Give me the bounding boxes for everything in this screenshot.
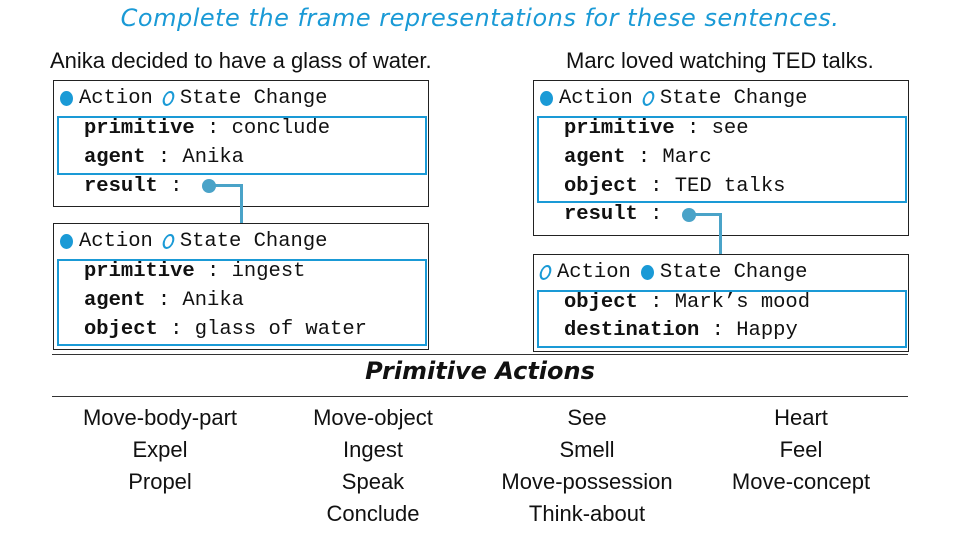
slot-value: ingest bbox=[231, 260, 306, 283]
type-state-label: State Change bbox=[179, 87, 328, 110]
action-selected-icon bbox=[60, 91, 73, 106]
slot-value: Happy bbox=[736, 319, 798, 342]
type-state-label: State Change bbox=[179, 230, 328, 253]
slot-value: glass of water bbox=[194, 318, 367, 341]
slot-key: agent bbox=[564, 146, 626, 169]
frame-row: object : TED talks bbox=[564, 175, 786, 198]
slot-key: object bbox=[564, 291, 638, 314]
divider-top bbox=[52, 354, 908, 355]
left-sentence: Anika decided to have a glass of water. bbox=[50, 48, 432, 73]
primitive-column: Move-object Ingest Speak Conclude bbox=[273, 402, 473, 530]
slot-key: result bbox=[84, 175, 158, 198]
slot-value: see bbox=[711, 117, 749, 140]
state-change-unselected-icon bbox=[160, 234, 176, 249]
frame-row: agent : Anika bbox=[84, 146, 244, 169]
frame-type-header: Action State Change bbox=[60, 230, 327, 253]
type-state-label: State Change bbox=[659, 261, 808, 284]
type-action-label: Action bbox=[557, 261, 631, 284]
type-action-label: Action bbox=[559, 87, 633, 110]
slot-value: conclude bbox=[231, 117, 331, 140]
slot-key: primitive bbox=[84, 260, 195, 283]
type-action-label: Action bbox=[79, 230, 153, 253]
frame-row: agent : Marc bbox=[564, 146, 712, 169]
primitive-item: Conclude bbox=[326, 501, 420, 526]
primitive-item: Heart bbox=[774, 405, 828, 430]
frame-row: result : bbox=[84, 175, 183, 198]
highlight-box bbox=[537, 116, 907, 203]
primitive-item: Move-body-part bbox=[82, 405, 238, 430]
primitive-item: Move-object bbox=[313, 405, 433, 430]
frame-row: primitive : see bbox=[564, 117, 749, 140]
primitive-column: Move-body-part Expel Propel bbox=[60, 402, 260, 498]
action-selected-icon bbox=[60, 234, 73, 249]
slot-key: agent bbox=[84, 146, 146, 169]
primitive-actions-heading: Primitive Actions bbox=[365, 357, 595, 385]
frame-row: primitive : conclude bbox=[84, 117, 331, 140]
action-unselected-icon bbox=[537, 265, 554, 280]
slot-value: Anika bbox=[182, 146, 244, 169]
slot-key: destination bbox=[564, 319, 700, 342]
slot-value: Marc bbox=[662, 146, 712, 169]
slot-key: primitive bbox=[84, 117, 195, 140]
slot-key: primitive bbox=[564, 117, 675, 140]
action-selected-icon bbox=[540, 91, 553, 106]
state-change-unselected-icon bbox=[640, 91, 656, 106]
frame-row: primitive : ingest bbox=[84, 260, 306, 283]
right-frame-1: Action State Change primitive : see agent… bbox=[533, 80, 909, 236]
frame-type-header: Action State Change bbox=[540, 87, 807, 110]
slot-key: object bbox=[564, 175, 638, 198]
highlight-box bbox=[57, 259, 427, 346]
type-state-label: State Change bbox=[659, 87, 808, 110]
frame-row: destination : Happy bbox=[564, 319, 798, 342]
primitive-item: Expel bbox=[132, 437, 188, 462]
page-title: Complete the frame representations for t… bbox=[120, 4, 840, 32]
frame-row: object : glass of water bbox=[84, 318, 367, 341]
primitive-item: Think-about bbox=[528, 501, 646, 526]
primitive-item: Feel bbox=[779, 437, 823, 462]
primitive-column: Heart Feel Move-concept bbox=[701, 402, 901, 498]
slot-value: TED talks bbox=[674, 175, 786, 198]
primitive-item: Smell bbox=[559, 437, 615, 462]
frame-row: object : Mark’s mood bbox=[564, 291, 811, 314]
type-action-label: Action bbox=[79, 87, 153, 110]
right-sentence: Marc loved watching TED talks. bbox=[566, 48, 874, 73]
slot-value: Anika bbox=[182, 289, 244, 312]
primitive-column: See Smell Move-possession Think-about bbox=[487, 402, 687, 530]
primitive-item: See bbox=[567, 405, 607, 430]
frame-row: result : bbox=[564, 203, 663, 226]
result-link-line bbox=[240, 184, 243, 224]
primitive-item: Speak bbox=[341, 469, 405, 494]
slot-key: object bbox=[84, 318, 158, 341]
primitive-item: Ingest bbox=[343, 437, 403, 462]
slot-key: agent bbox=[84, 289, 146, 312]
frame-type-header: Action State Change bbox=[537, 261, 808, 284]
slot-key: result bbox=[564, 203, 638, 226]
primitive-item: Move-concept bbox=[731, 469, 871, 494]
highlight-box bbox=[537, 290, 907, 348]
frame-row: agent : Anika bbox=[84, 289, 244, 312]
result-link-line bbox=[719, 213, 722, 255]
primitive-item: Move-possession bbox=[501, 469, 673, 494]
primitive-item: Propel bbox=[128, 469, 192, 494]
state-change-selected-icon bbox=[640, 265, 654, 280]
result-link-line bbox=[209, 184, 243, 187]
divider-bottom bbox=[52, 396, 908, 397]
slot-value: Mark’s mood bbox=[674, 291, 811, 314]
frame-type-header: Action State Change bbox=[60, 87, 327, 110]
state-change-unselected-icon bbox=[160, 91, 176, 106]
left-frame-2: Action State Change primitive : ingest ag… bbox=[53, 223, 429, 350]
result-link-line bbox=[689, 213, 722, 216]
highlight-box bbox=[57, 116, 427, 175]
